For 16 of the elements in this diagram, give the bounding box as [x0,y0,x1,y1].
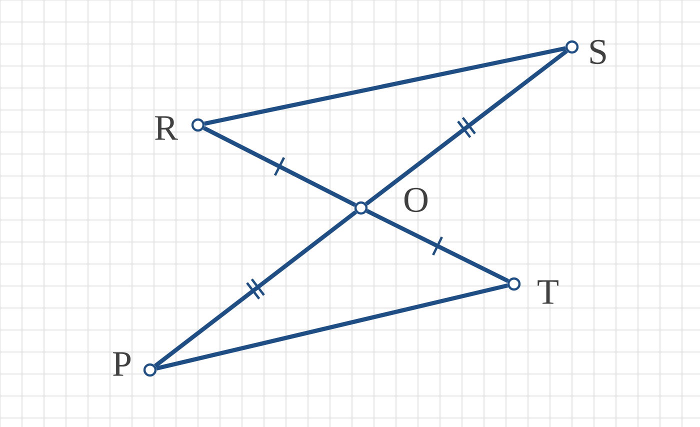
segment [156,283,508,371]
segment [204,46,566,126]
point [354,201,368,215]
point [143,363,157,377]
segment [154,210,358,368]
point-label: S [590,40,606,64]
point [507,277,521,291]
point [191,118,205,132]
segment [366,209,510,283]
segment [364,49,568,206]
point-label: O [404,188,428,212]
segment [202,126,356,207]
point-label: T [538,280,558,304]
point-label: R [155,116,178,140]
point [565,40,579,54]
point-label: P [113,352,131,376]
